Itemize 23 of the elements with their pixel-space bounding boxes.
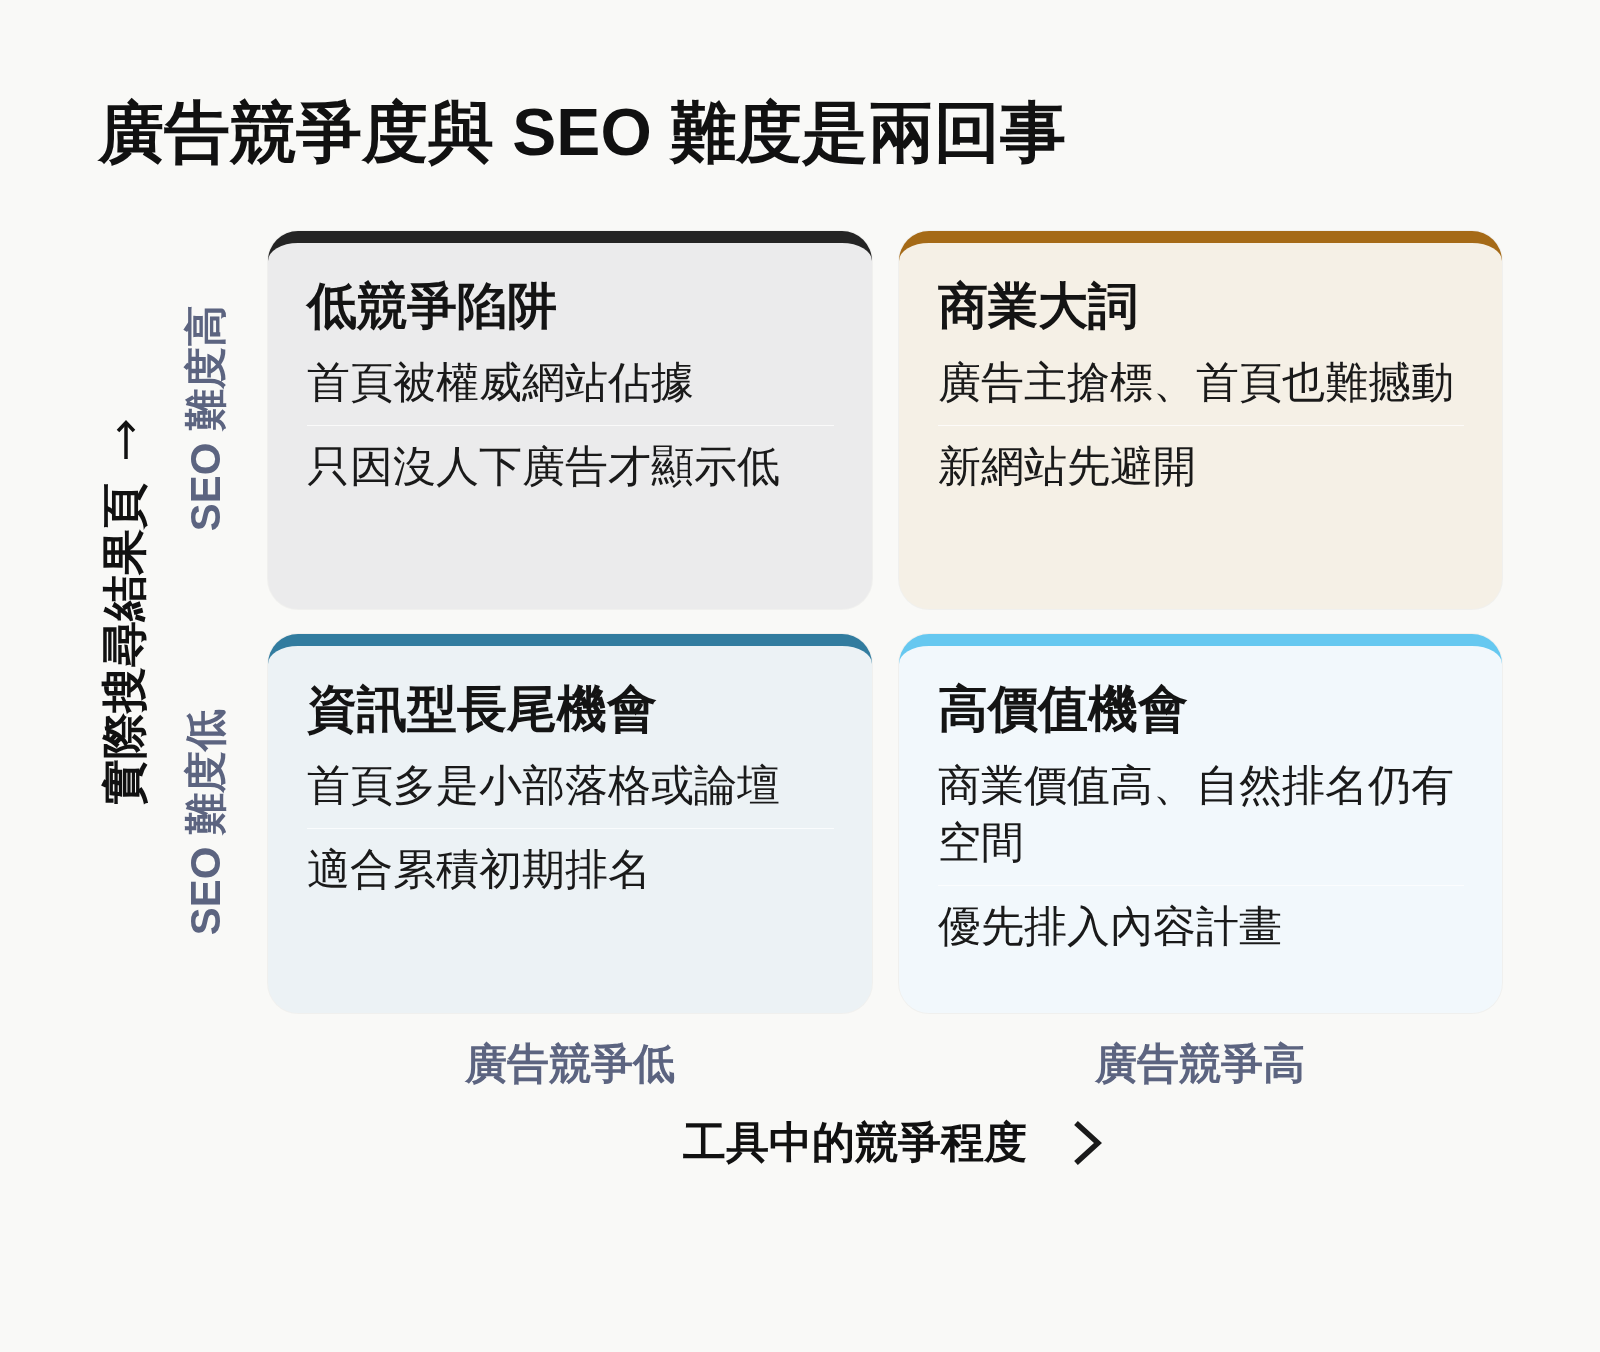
- card-text: 首頁多是小部落格或論壇: [307, 760, 780, 811]
- card-text: 新網站先避開: [938, 441, 1196, 492]
- axis-label: SEO 難度高: [181, 304, 230, 532]
- quadrant-card: [899, 231, 1502, 609]
- axis-label: 廣告競爭低: [465, 1039, 675, 1089]
- card-text: 優先排入內容計畫: [938, 901, 1282, 952]
- quadrant-card: [268, 634, 872, 1013]
- quadrant-card: [268, 231, 872, 609]
- axis-title: 工具中的競爭程度: [683, 1118, 1027, 1168]
- card-heading: 資訊型長尾機會: [307, 680, 657, 739]
- axis-label: SEO 難度低: [181, 708, 230, 936]
- card-text: 只因沒人下廣告才顯示低: [307, 441, 780, 492]
- title: 廣告競爭度與 SEO 難度是兩回事: [98, 96, 1067, 169]
- axis-title: 實際搜尋結果頁: [97, 483, 151, 805]
- card-heading: 商業大詞: [938, 277, 1138, 336]
- card-text: 廣告主搶標、首頁也難撼動: [938, 357, 1454, 408]
- axis-label: 廣告競爭高: [1095, 1039, 1305, 1089]
- card-heading: 低競爭陷阱: [307, 277, 557, 336]
- card-text: 適合累積初期排名: [307, 844, 651, 895]
- card-text: 商業價值高、自然排名仍有空間: [938, 760, 1455, 868]
- card-heading: 高價值機會: [938, 680, 1188, 739]
- quadrant-card: [899, 634, 1502, 1013]
- card-text: 首頁被權威網站佔據: [307, 357, 694, 408]
